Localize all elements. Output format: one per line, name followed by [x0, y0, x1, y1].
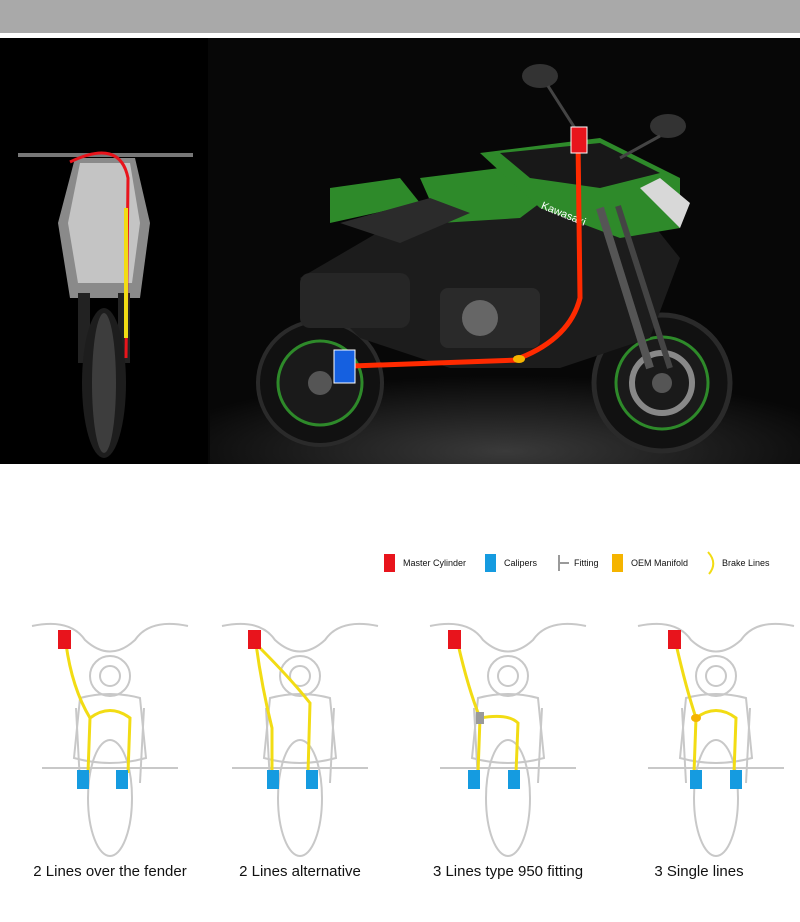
legend-label: Fitting: [574, 558, 599, 568]
red-square-icon: [384, 554, 395, 572]
config-panel-1: 2 Lines over the fender: [10, 608, 210, 908]
config-panel-4: 3 Single lines: [616, 608, 800, 908]
config-panel-3: 3 Lines type 950 fitting: [408, 608, 608, 908]
legend-item-oem-manifold: OEM Manifold: [612, 548, 688, 578]
legend-item-brake-lines: Brake Lines: [706, 548, 770, 578]
caliper-marker: [333, 349, 356, 384]
legend-item-master-cylinder: Master Cylinder: [384, 548, 466, 578]
legend-label: Calipers: [504, 558, 538, 568]
legend-item-calipers: Calipers: [485, 548, 537, 578]
config-caption: 3 Single lines: [654, 863, 744, 880]
motorcycle-front-diagram: [221, 622, 379, 857]
curved-line-icon: [707, 551, 715, 575]
top-bar: [0, 0, 800, 33]
config-caption: 2 Lines alternative: [239, 863, 361, 880]
motorcycle-front-diagram: [637, 622, 795, 857]
blue-square-icon: [485, 554, 496, 572]
top-divider: [0, 33, 800, 38]
legend-item-fitting: Fitting: [556, 548, 599, 578]
legend-label: Brake Lines: [722, 558, 770, 568]
legend-label: Master Cylinder: [403, 558, 467, 568]
motorcycle-front-diagram: [429, 622, 587, 857]
orange-square-icon: [612, 554, 623, 572]
street-bike-illustration: Kawasaki: [256, 64, 733, 454]
config-caption: 2 Lines over the fender: [33, 863, 187, 880]
hero-illustration: Kawasaki: [0, 38, 800, 464]
dirt-bike-illustration: [18, 151, 193, 458]
legend: Master Cylinder Calipers Fitting OEM Man…: [380, 548, 800, 578]
master-cylinder-marker: [570, 126, 588, 154]
motorcycle-front-diagram: [31, 622, 189, 857]
config-caption: 3 Lines type 950 fitting: [432, 863, 584, 880]
hero-photo: Kawasaki: [0, 38, 800, 464]
legend-label: OEM Manifold: [631, 558, 689, 568]
config-panel-2: 2 Lines alternative: [200, 608, 400, 908]
fitting-icon: [558, 555, 569, 571]
